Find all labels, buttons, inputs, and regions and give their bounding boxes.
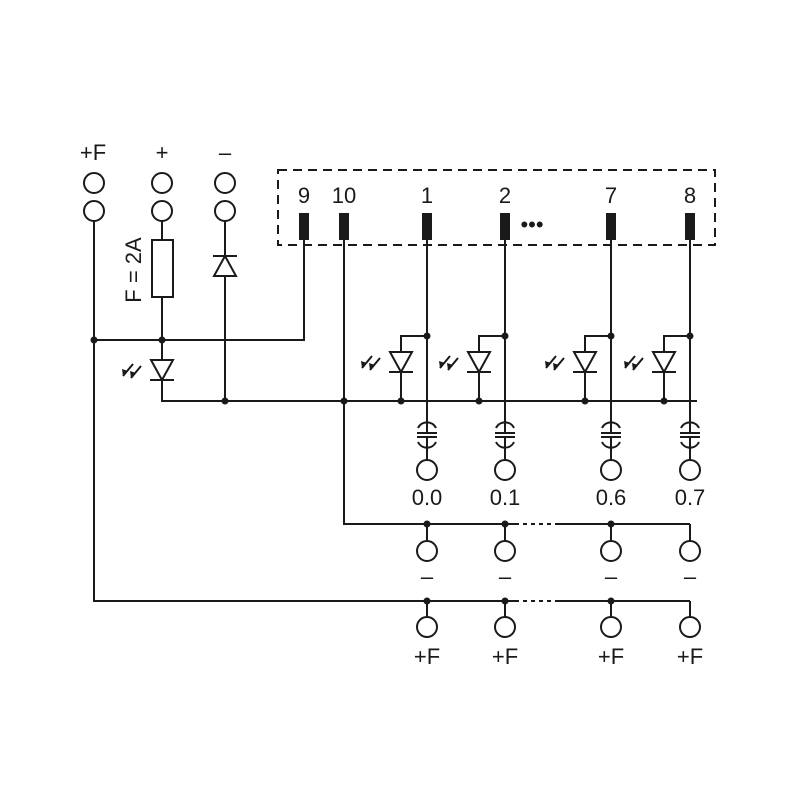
pin-1 xyxy=(422,213,432,240)
output-label-0-1: 0.1 xyxy=(490,485,521,510)
pin-label-1: 1 xyxy=(421,183,433,208)
plus-f-label-4: +F xyxy=(677,644,703,669)
fuse-label: F = 2A xyxy=(121,237,146,303)
minus-label-3: – xyxy=(605,564,618,589)
junction-dot xyxy=(607,332,615,340)
status-led-icon xyxy=(439,351,492,375)
plus-f-label-1: +F xyxy=(414,644,440,669)
pin-8 xyxy=(685,213,695,240)
coupling-capacitor-icon xyxy=(680,421,700,449)
junction-plus-f xyxy=(90,336,98,344)
junction-dot xyxy=(686,332,694,340)
plus-f-terminal xyxy=(494,616,516,638)
wire-plus-f-vertical xyxy=(93,221,427,602)
plus-f-label-3: +F xyxy=(598,644,624,669)
connector-box xyxy=(277,169,716,246)
junction-minus xyxy=(221,397,229,405)
reverse-polarity-diode-icon xyxy=(212,253,238,277)
output-terminal-0-7 xyxy=(679,459,701,481)
pin-2 xyxy=(500,213,510,240)
label-plus: + xyxy=(156,140,169,165)
minus-terminal xyxy=(600,540,622,562)
minus-label-4: – xyxy=(684,564,697,589)
plus-f-terminal xyxy=(416,616,438,638)
status-led-icon xyxy=(624,351,677,375)
output-terminal-0-0 xyxy=(416,459,438,481)
wire-pin-10 xyxy=(343,240,427,525)
plus-f-label-2: +F xyxy=(492,644,518,669)
status-led-icon xyxy=(545,351,598,375)
channel-0-0 xyxy=(361,240,438,638)
output-terminal-0-6 xyxy=(600,459,622,481)
pin-label-10: 10 xyxy=(332,183,356,208)
minus-label-1: – xyxy=(421,564,434,589)
wire-led-branch xyxy=(663,335,690,351)
minus-terminal xyxy=(494,540,516,562)
minus-terminal xyxy=(679,540,701,562)
output-label-0-7: 0.7 xyxy=(675,485,706,510)
terminal-plus xyxy=(151,172,173,222)
status-led-icon xyxy=(361,351,414,375)
minus-terminal xyxy=(416,540,438,562)
pin-10 xyxy=(339,213,349,240)
channel-0-7 xyxy=(624,240,701,638)
pin-label-8: 8 xyxy=(684,183,696,208)
output-terminal-0-1 xyxy=(494,459,516,481)
terminal-plus-f xyxy=(83,172,105,222)
pin-label-2: 2 xyxy=(499,183,511,208)
pin-7 xyxy=(606,213,616,240)
label-plus-f: +F xyxy=(80,140,106,165)
output-channels xyxy=(344,240,701,638)
wire-led-branch xyxy=(400,335,427,351)
plus-f-terminal xyxy=(679,616,701,638)
pin-ellipsis: ••• xyxy=(520,212,543,237)
wire-led-to-ground xyxy=(161,380,697,402)
junction-dot xyxy=(423,332,431,340)
junction-dot xyxy=(501,332,509,340)
output-label-0-6: 0.6 xyxy=(596,485,627,510)
plus-f-terminal xyxy=(600,616,622,638)
wire-led-branch xyxy=(584,335,611,351)
pin-label-9: 9 xyxy=(298,183,310,208)
fuse xyxy=(151,239,174,298)
wire-led-branch xyxy=(478,335,505,351)
channel-0-1 xyxy=(439,240,516,638)
label-minus: – xyxy=(219,140,232,165)
supply-led-icon xyxy=(122,359,175,383)
output-label-0-0: 0.0 xyxy=(412,485,443,510)
terminal-minus xyxy=(214,172,236,222)
junction-plus xyxy=(158,336,166,344)
pin-label-7: 7 xyxy=(605,183,617,208)
channel-0-6 xyxy=(545,240,622,638)
minus-label-2: – xyxy=(499,564,512,589)
pin-9 xyxy=(299,213,309,240)
